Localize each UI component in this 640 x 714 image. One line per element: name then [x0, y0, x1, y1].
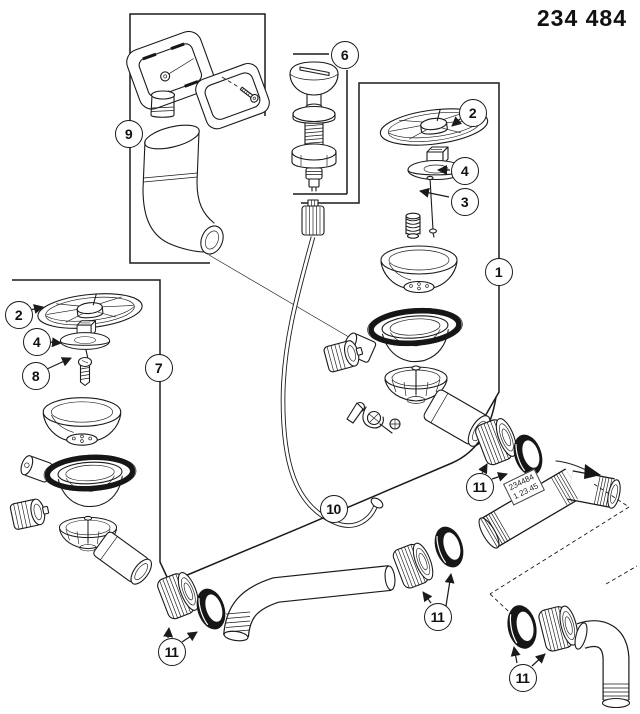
- callout-8: 8: [21, 361, 50, 390]
- pin-drawing: [426, 175, 437, 238]
- callout-11-bottom-right: 11: [508, 663, 537, 692]
- outlet-pipe-left-drawing: [93, 531, 153, 585]
- callout-7: 7: [144, 353, 173, 382]
- callout-arrows: [29, 116, 546, 667]
- cap-left-drawing: [9, 496, 52, 531]
- callout-11-middle: 11: [423, 602, 452, 631]
- tee-pipe-drawing: [478, 468, 621, 549]
- waste-pipe-bend-drawing: [223, 565, 396, 642]
- callout-2-right: 2: [458, 98, 487, 127]
- callout-3: 3: [450, 187, 479, 216]
- callout-2-left: 2: [4, 300, 33, 329]
- direction-arrow: [555, 460, 601, 479]
- clamp-mechanism-drawing: [346, 401, 401, 434]
- box-9-bracket: [129, 13, 266, 264]
- overflow-gasket-drawing: [195, 62, 270, 130]
- callout-10: 10: [319, 494, 348, 523]
- union-nut-bottom-right-drawing: [536, 602, 582, 654]
- callout-1: 1: [484, 257, 513, 286]
- drain-body-left-drawing: [20, 453, 138, 509]
- strainer-basket-right-drawing: [380, 245, 458, 294]
- bracket-6: [293, 53, 348, 195]
- callout-4-right: 4: [450, 156, 479, 185]
- union-nut-middle-drawing: [390, 539, 438, 591]
- drain-body-right-drawing: [343, 305, 465, 364]
- union-nut-bottom-left-drawing: [155, 568, 204, 622]
- callout-6: 6: [330, 40, 359, 69]
- control-knob-drawing: [289, 61, 339, 192]
- seal-ring-middle-drawing: [429, 522, 469, 572]
- overflow-frame-drawing: [126, 30, 215, 110]
- bowden-cable-drawing: [280, 199, 384, 528]
- elbow-pipe-drawing: [574, 620, 631, 709]
- part-number-title: 234 484: [536, 5, 627, 31]
- screw-leader-line: [221, 76, 241, 89]
- callout-9: 9: [114, 119, 143, 148]
- strainer-basket-left-drawing: [42, 397, 122, 446]
- callout-4-left: 4: [22, 327, 51, 356]
- overflow-leader-line: [208, 254, 355, 341]
- spring-drawing: [405, 212, 421, 239]
- callout-11-upper: 11: [465, 472, 494, 501]
- group-1-bracket: [301, 82, 500, 419]
- callout-11-bottom-left: 11: [157, 637, 186, 666]
- overflow-pipe-drawing: [142, 90, 224, 255]
- overflow-screw-drawing: [239, 86, 259, 103]
- screw-drawing: [77, 349, 93, 387]
- seal-ring-bottom-right-drawing: [502, 601, 542, 653]
